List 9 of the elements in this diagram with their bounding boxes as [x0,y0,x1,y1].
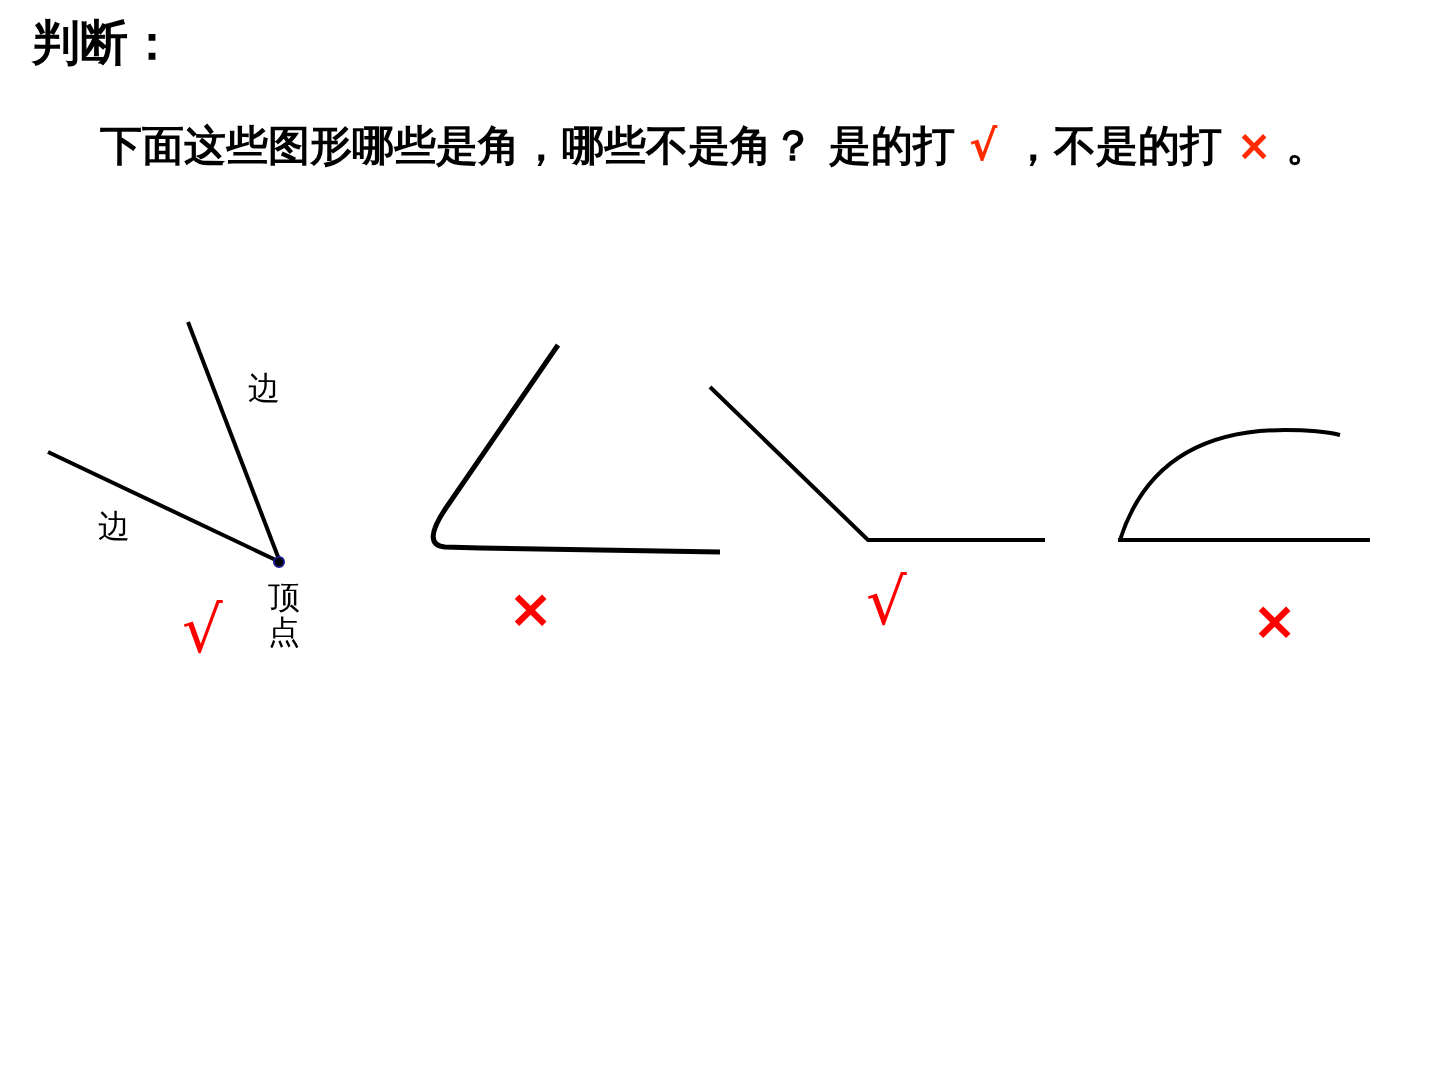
instruction-text: 下面这些图形哪些是角，哪些不是角？ 是的打 √ ，不是的打 × 。 [99,120,1330,172]
vertex-label: 顶点 [268,580,300,651]
cross-mark: × [1252,594,1298,648]
check-mark: √ [182,598,223,662]
cross-mark: × [508,582,554,636]
heading: 判断： [32,18,176,66]
side-label: 边 [248,372,280,404]
side-label: 边 [98,510,130,542]
check-mark: √ [866,570,907,634]
